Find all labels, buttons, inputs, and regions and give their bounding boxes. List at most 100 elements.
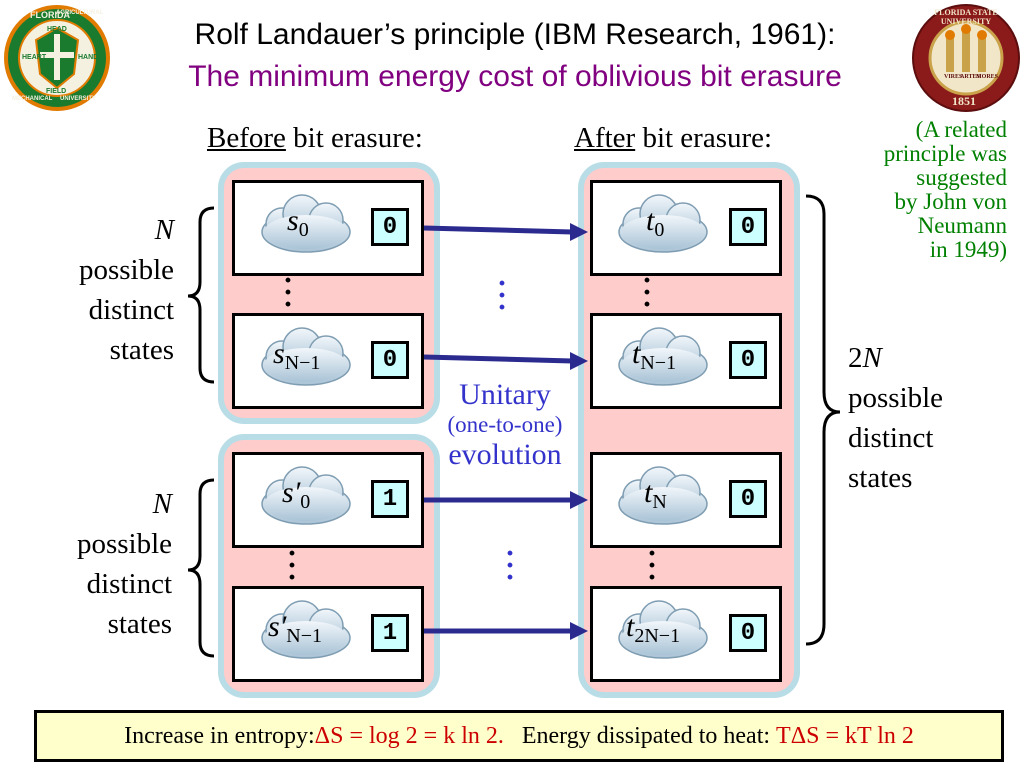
- note-line: in 1949): [929, 237, 1007, 262]
- unitary-line1: Unitary: [459, 378, 551, 411]
- logo-text: 1851: [952, 94, 976, 108]
- arrow-head: [570, 223, 588, 241]
- state-label: s′0: [282, 476, 310, 514]
- entropy-text: Increase in entropy:: [124, 722, 315, 749]
- state-subscript: 0: [300, 491, 311, 513]
- after-header-rest: bit erasure:: [635, 122, 773, 154]
- state-subscript: 0: [654, 219, 665, 241]
- note-line: suggested: [916, 165, 1007, 190]
- group-var: N: [862, 342, 882, 374]
- state-subscript: N: [652, 491, 667, 513]
- entropy-energy-bar: Increase in entropy: ΔS = log 2 = k ln 2…: [34, 710, 1004, 762]
- fsu-seal-logo: FLORIDA STATE UNIVERSITY 1851 VIRES ARTE…: [910, 2, 1022, 114]
- logo-text: UNIVERSITY: [60, 96, 97, 102]
- energy-formula: TΔS = kT ln 2: [776, 722, 914, 749]
- group-count-pre: 2: [848, 342, 863, 374]
- logo-text: MECHANICAL: [12, 96, 53, 102]
- energy-text: Energy dissipated to heat:: [503, 722, 777, 749]
- mapping-arrow: [423, 225, 573, 235]
- state-prime: ′: [293, 476, 301, 509]
- group-line: possible: [78, 254, 174, 286]
- bit-value: 1: [371, 480, 409, 518]
- logo-text: VIRES: [944, 74, 963, 80]
- bit-value: 1: [371, 614, 409, 652]
- unitary-line3: evolution: [448, 438, 562, 471]
- state-base: t: [644, 476, 653, 509]
- state-base: s: [282, 476, 294, 509]
- logo-text: ARTES: [960, 74, 980, 80]
- group-line: possible: [848, 382, 944, 414]
- before-header: Before bit erasure:: [207, 122, 423, 155]
- bit-value: 0: [371, 341, 409, 379]
- state-subscript: 2N−1: [634, 625, 681, 647]
- group-line: distinct: [848, 422, 934, 454]
- bit-value: 0: [729, 341, 767, 379]
- bit-value: 0: [371, 208, 409, 246]
- famu-logo: FLORIDA AGRICULTURAL MECHANICAL UNIVERSI…: [2, 4, 112, 112]
- bit-value: 0: [729, 480, 767, 518]
- state-base: t: [632, 337, 641, 370]
- after-header-underlined: After: [574, 122, 636, 154]
- group-var: N: [154, 214, 174, 246]
- arrow-head: [570, 622, 588, 640]
- state-base: t: [646, 204, 655, 237]
- note-line: principle was: [883, 141, 1007, 166]
- bit-value: 0: [729, 614, 767, 652]
- left-brace-top: [187, 206, 215, 384]
- slide-subtitle: The minimum energy cost of oblivious bit…: [188, 60, 842, 93]
- group-line: states: [107, 608, 172, 640]
- left-bottom-group-label: N possible distinct states: [40, 484, 172, 644]
- right-brace: [805, 194, 841, 646]
- state-label: tN−1: [632, 337, 676, 375]
- ellipsis-vertical-icon: ···: [646, 537, 657, 594]
- logo-text: HEAD: [47, 26, 67, 33]
- state-subscript: N−1: [640, 352, 677, 374]
- logo-text: HAND: [78, 54, 99, 61]
- state-base: s: [287, 204, 299, 237]
- mapping-arrow: [423, 354, 573, 364]
- note-line: Neumann: [917, 213, 1007, 238]
- arrow-head: [570, 352, 588, 370]
- logo-text: FIELD: [46, 88, 67, 95]
- state-subscript: N−1: [284, 352, 321, 374]
- state-label: sN−1: [273, 337, 320, 375]
- ellipsis-vertical-icon: ···: [504, 537, 515, 594]
- left-brace-bottom: [187, 478, 215, 658]
- logo-text: AGRICULTURAL: [56, 10, 104, 16]
- state-label: s′N−1: [268, 610, 322, 648]
- state-label: t0: [646, 204, 664, 242]
- ellipsis-vertical-icon: ···: [286, 537, 297, 594]
- ellipsis-vertical-icon: ···: [641, 264, 652, 321]
- note-line: by John von: [894, 189, 1007, 214]
- state-base: s: [273, 337, 285, 370]
- logo-text: MORES: [976, 74, 999, 80]
- before-header-underlined: Before: [207, 122, 286, 154]
- group-count: 2N: [848, 338, 978, 378]
- before-header-rest: bit erasure:: [285, 122, 423, 154]
- group-var: N: [152, 488, 172, 520]
- note-line: (A related: [915, 117, 1007, 142]
- ellipsis-vertical-icon: ···: [282, 264, 293, 321]
- unitary-evolution-label: Unitary (one-to-one) evolution: [420, 378, 590, 472]
- state-base: s: [268, 610, 280, 643]
- state-label: tN: [644, 476, 667, 514]
- group-line: distinct: [88, 294, 174, 326]
- logo-text: FLORIDA: [30, 10, 70, 20]
- group-line: possible: [76, 528, 172, 560]
- entropy-formula: ΔS = log 2 = k ln 2.: [314, 722, 504, 749]
- left-top-group-label: N possible distinct states: [40, 210, 174, 370]
- after-header: After bit erasure:: [574, 122, 772, 155]
- group-line: states: [109, 334, 174, 366]
- unitary-line2: (one-to-one): [447, 412, 563, 437]
- bit-value: 0: [729, 208, 767, 246]
- right-group-label: 2N possible distinct states: [848, 338, 978, 498]
- arrow-head: [570, 491, 588, 509]
- group-line: states: [848, 462, 913, 494]
- group-line: distinct: [86, 568, 172, 600]
- von-neumann-note: (A related principle was suggested by Jo…: [835, 118, 1007, 262]
- state-label: t2N−1: [626, 610, 680, 648]
- state-subscript: N−1: [286, 625, 322, 647]
- logo-text: FLORIDA STATE UNIVERSITY: [934, 8, 998, 26]
- state-label: s0: [287, 204, 309, 242]
